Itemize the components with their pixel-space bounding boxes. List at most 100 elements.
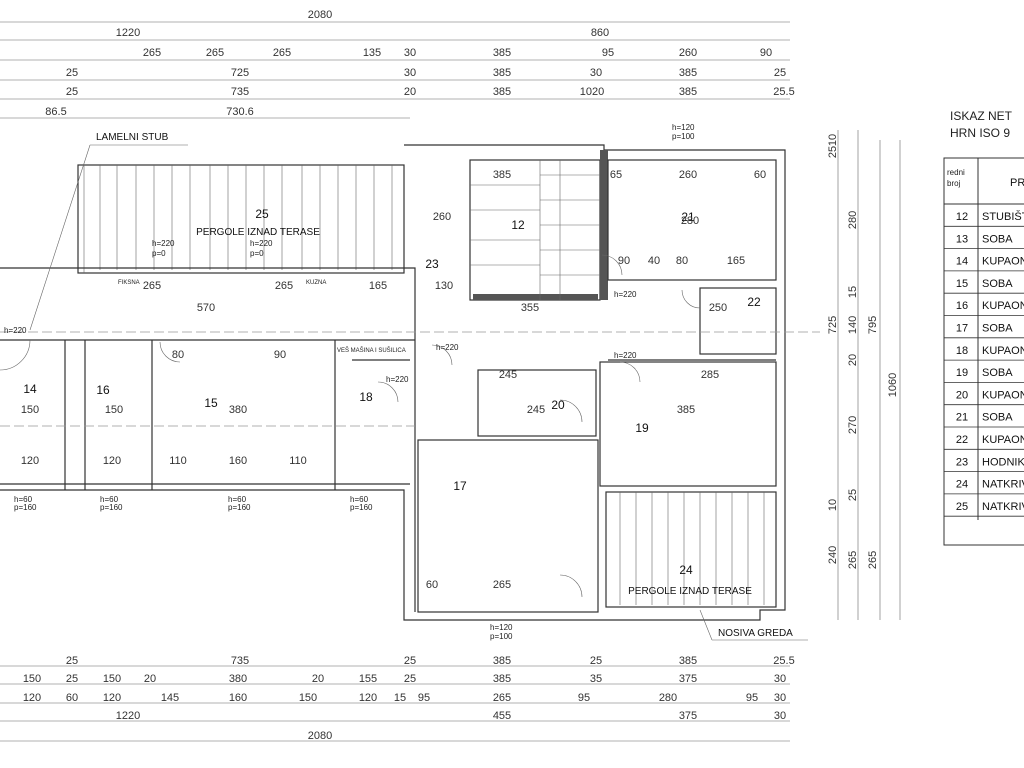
window-h-label: h=60 (14, 495, 33, 504)
dim-label: 130 (435, 280, 453, 292)
dim-label: 86.5 (45, 106, 66, 118)
dim-label: 25 (590, 655, 602, 667)
dim-label: 260 (433, 211, 451, 223)
window-p-label: p=160 (228, 503, 251, 512)
dim-label: 40 (648, 255, 660, 267)
dim-label: 375 (679, 710, 697, 722)
dim-label: 35 (590, 673, 602, 685)
room-22: 22 (747, 295, 761, 309)
table-row-number: 19 (956, 367, 968, 379)
dim-label: 385 (679, 655, 697, 667)
dim-label: 165 (369, 280, 387, 292)
plan-labels: LAMELNI STUB PERGOLE IZNAD TERASE PERGOL… (4, 123, 808, 641)
dim-label: 160 (229, 455, 247, 467)
table-header-line2: HRN ISO 9 (950, 126, 1010, 140)
dim-label: 15 (847, 286, 859, 298)
dim-label: 385 (493, 673, 511, 685)
dim-label: 725 (231, 67, 249, 79)
table-row-number: 17 (956, 323, 968, 335)
dim-label: 150 (21, 404, 39, 416)
dim-label: 110 (169, 455, 187, 467)
window-h-label: h=60 (100, 495, 119, 504)
table-row-name: KUPAON (982, 434, 1024, 446)
dim-label: 25 (827, 146, 839, 158)
dim-label: 1020 (580, 86, 604, 98)
dim-label: 380 (229, 404, 247, 416)
dim-label: 385 (493, 47, 511, 59)
dim-label: 735 (231, 655, 249, 667)
window-h-label: h=120 (490, 623, 513, 632)
right-dimensions: 25 10 280 15 140 20 270 10 25 240 265 26… (827, 130, 901, 620)
dim-label: 570 (197, 302, 215, 314)
dim-label: 245 (499, 369, 517, 381)
table-row-name: SOBA (982, 367, 1013, 379)
dim-label: 240 (827, 546, 839, 564)
door-p-label: p=0 (152, 249, 166, 258)
dim-label: 120 (103, 455, 121, 467)
dim-label: 265 (206, 47, 224, 59)
room-23: 23 (425, 257, 439, 271)
dim-label: 25.5 (773, 655, 794, 667)
window-p-label: p=100 (672, 132, 695, 141)
table-row-name: SOBA (982, 233, 1013, 245)
col-broj-label: broj (947, 179, 961, 188)
pergole-top-label: PERGOLE IZNAD TERASE (196, 227, 320, 238)
dim-label: 250 (709, 302, 727, 314)
door-h-label: h=220 (614, 290, 637, 299)
dim-label: 25 (404, 655, 416, 667)
dim-label: 140 (847, 316, 859, 334)
room-21: 21 (681, 210, 695, 224)
table-row-name: SOBA (982, 412, 1013, 424)
table-row-name: STUBIŠT (982, 210, 1024, 223)
dim-label: 375 (679, 673, 697, 685)
table-row-number: 16 (956, 300, 968, 312)
room-16: 16 (96, 383, 110, 397)
table-row-name: SOBA (982, 278, 1013, 290)
dim-label: 385 (493, 169, 511, 181)
room-20: 20 (551, 398, 565, 412)
dim-label: 380 (229, 673, 247, 685)
dim-label: 160 (229, 692, 247, 704)
table-row-number: 24 (956, 479, 968, 491)
dim-label: 80 (172, 349, 184, 361)
dim-label: 65 (610, 169, 622, 181)
room-numbers: 12 14 15 16 17 18 19 20 21 22 23 24 25 (23, 207, 761, 577)
door-h-label: h=220 (152, 239, 175, 248)
dim-label: 265 (493, 692, 511, 704)
dim-label: 25 (404, 673, 416, 685)
dim-label: 1060 (887, 373, 899, 397)
dim-label: 25 (847, 489, 859, 501)
dim-label: 25.5 (773, 86, 794, 98)
dim-label: 110 (289, 455, 307, 467)
dim-label: 260 (679, 169, 697, 181)
dim-label: 1220 (116, 710, 140, 722)
dim-label: 20 (312, 673, 324, 685)
table-row-name: NATKRIV (982, 501, 1024, 513)
dim-label: 285 (701, 369, 719, 381)
dim-label: 60 (754, 169, 766, 181)
dim-label: 265 (867, 551, 879, 569)
kuzna-label: KUZNA (306, 280, 326, 286)
dim-label: 260 (679, 47, 697, 59)
dim-label: 280 (847, 211, 859, 229)
door-p-label: p=0 (250, 249, 264, 258)
dim-label: 120 (21, 455, 39, 467)
dim-label: 385 (493, 655, 511, 667)
dim-label: 150 (105, 404, 123, 416)
dim-label: 150 (299, 692, 317, 704)
window-p-label: p=160 (14, 503, 37, 512)
door-h-label: h=220 (614, 351, 637, 360)
pergole-bottom-label: PERGOLE IZNAD TERASE (628, 586, 752, 597)
table-row-number: 22 (956, 434, 968, 446)
dim-label: 95 (602, 47, 614, 59)
vesmasina-label: VEŠ MAŠINA I SUŠILICA (337, 347, 406, 354)
room-17: 17 (453, 479, 467, 493)
table-row-number: 18 (956, 345, 968, 357)
dim-label: 120 (23, 692, 41, 704)
dim-label: 80 (676, 255, 688, 267)
dim-label: 25 (66, 67, 78, 79)
table-row-number: 15 (956, 278, 968, 290)
dim-label: 20 (404, 86, 416, 98)
